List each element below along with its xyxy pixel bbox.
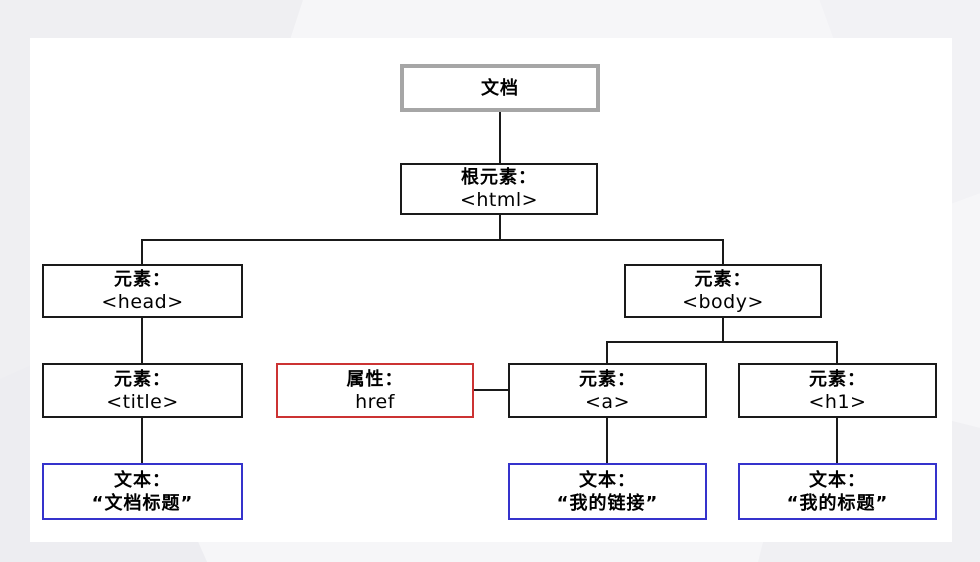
node-text-my-link: 文本： “我的链接” — [508, 463, 707, 520]
node-document: 文档 — [400, 64, 600, 112]
node-title-type-label: 元素： — [114, 368, 171, 390]
connector-body-down — [722, 318, 724, 342]
node-href-value-label: href — [355, 390, 395, 413]
node-attribute-href: 属性： href — [276, 363, 474, 418]
connector-down-a — [606, 341, 608, 364]
connector-a-text — [606, 417, 608, 463]
connector-href-a — [474, 389, 508, 391]
node-text-title-value-label: “文档标题” — [91, 492, 194, 514]
node-element-head: 元素： <head> — [42, 264, 243, 318]
node-text-heading-value-label: “我的标题” — [786, 492, 889, 514]
connector-level3-horizontal — [606, 341, 838, 343]
node-element-a: 元素： <a> — [508, 363, 707, 418]
node-a-type-label: 元素： — [579, 368, 636, 390]
node-body-tag-label: <body> — [682, 291, 764, 313]
diagram-canvas: 文档 根元素： <html> 元素： <head> 元素： <body> 元素：… — [30, 38, 952, 542]
connector-down-body — [722, 239, 724, 265]
connector-h1-text — [836, 417, 838, 463]
node-h1-tag-label: <h1> — [808, 390, 867, 413]
node-text-title-type-label: 文本： — [114, 469, 171, 491]
node-text-heading-type-label: 文本： — [809, 469, 866, 491]
connector-down-h1 — [836, 341, 838, 364]
node-text-link-type-label: 文本： — [579, 469, 636, 491]
node-html-type-label: 根元素： — [461, 167, 537, 188]
connector-html-down — [499, 215, 501, 240]
connector-level2-horizontal — [141, 239, 724, 241]
node-text-my-heading: 文本： “我的标题” — [738, 463, 937, 520]
node-root-element-html: 根元素： <html> — [400, 163, 598, 215]
connector-down-head — [141, 239, 143, 265]
node-head-tag-label: <head> — [101, 291, 184, 313]
connector-title-text — [141, 417, 143, 463]
node-h1-type-label: 元素： — [809, 368, 866, 390]
node-html-tag-label: <html> — [459, 189, 539, 211]
node-href-type-label: 属性： — [346, 368, 404, 390]
node-element-h1: 元素： <h1> — [738, 363, 937, 418]
connector-document-html — [499, 112, 501, 163]
node-document-label: 文档 — [481, 77, 519, 99]
connector-head-title — [141, 318, 143, 363]
node-element-title: 元素： <title> — [42, 363, 243, 418]
node-body-type-label: 元素： — [694, 269, 752, 290]
node-head-type-label: 元素： — [114, 269, 171, 290]
node-title-tag-label: <title> — [106, 390, 179, 413]
node-element-body: 元素： <body> — [624, 264, 822, 318]
node-text-link-value-label: “我的链接” — [556, 492, 659, 514]
node-text-document-title: 文本： “文档标题” — [42, 463, 243, 520]
node-a-tag-label: <a> — [585, 390, 630, 413]
